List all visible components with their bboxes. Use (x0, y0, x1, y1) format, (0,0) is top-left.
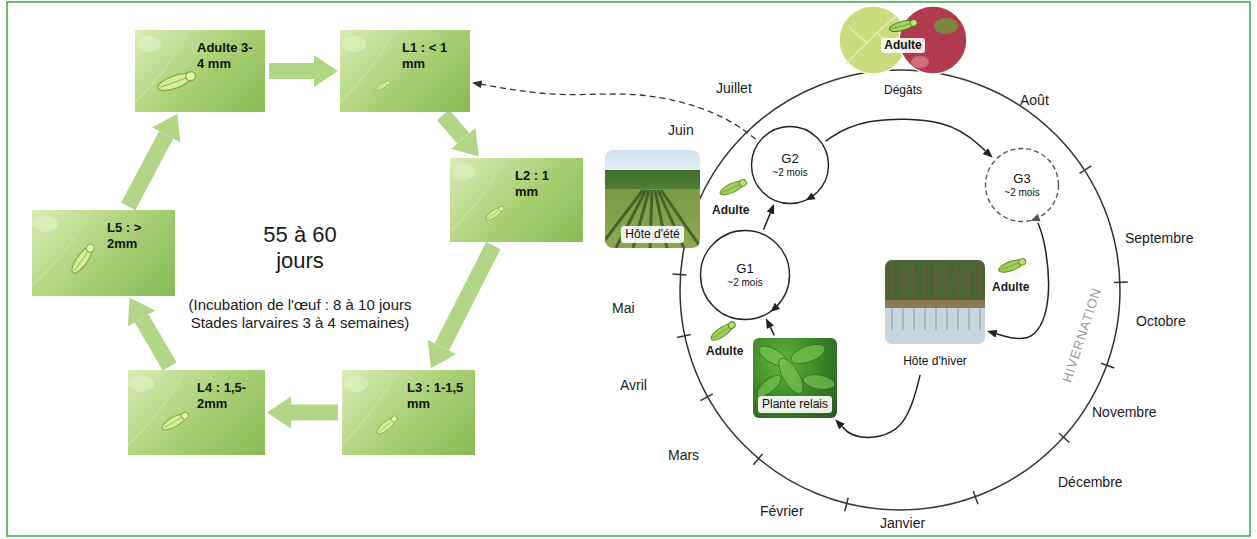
leafhopper-icon (997, 256, 1027, 274)
node-text: L4 : 1,5-2mm (197, 380, 257, 413)
node-text: L3 : 1-1,5 mm (407, 380, 467, 413)
leafhopper-icon (484, 205, 505, 223)
link-arrow (482, 84, 756, 139)
label-anchor: 55 à 60 jours (250, 222, 350, 275)
node-text: G2 (781, 151, 798, 167)
month-label: Mars (668, 447, 699, 464)
generation-circle: G1~2 mois (699, 229, 791, 321)
leafhopper-icon (718, 177, 748, 197)
cycle-arrow (442, 246, 493, 347)
month-label: Décembre (1058, 474, 1123, 491)
photo-illustration (32, 210, 175, 296)
month-label: Novembre (1092, 404, 1157, 421)
month-label: Mai (612, 300, 635, 317)
cycle-arrow (291, 405, 338, 421)
generation-circle: G3~2 mois (984, 147, 1060, 223)
node-text: Dégâts (884, 83, 922, 98)
month-label: Septembre (1125, 230, 1193, 247)
label-anchor: Mai (612, 300, 635, 317)
node-subtext: ~2 mois (772, 167, 807, 179)
node-subtext: ~2 mois (727, 277, 762, 289)
month-label: Juillet (716, 80, 752, 97)
host-photo: Plante relais (753, 338, 837, 418)
node-text: L5 : > 2mm (107, 220, 167, 253)
node-text: G1 (736, 261, 753, 277)
flow-arrow (842, 375, 920, 437)
node-subtext: ~2 mois (1004, 187, 1039, 199)
leafhopper-icon (156, 69, 198, 94)
calendar-circle (680, 70, 1120, 510)
label-anchor: Octobre (1136, 313, 1186, 330)
diagram-frame (7, 2, 1250, 536)
leafhopper-icon (709, 319, 738, 343)
stage-photo-box: L3 : 1-1,5 mm (342, 370, 475, 455)
cycle-arrow (128, 135, 166, 206)
host-photo: Hôte d'été (605, 150, 700, 248)
stage-label: Adulte (992, 280, 1029, 294)
leafhopper-icon (69, 242, 97, 276)
label-anchor: Janvier (880, 515, 925, 532)
month-label: Octobre (1136, 313, 1186, 330)
stage-label: Adulte (712, 203, 749, 217)
node-text: Adulte 3-4 mm (197, 40, 257, 73)
stage-photo-box: L4 : 1,5-2mm (128, 370, 265, 455)
label-anchor: Décembre (1058, 474, 1123, 491)
leafhopper-icon (888, 18, 918, 34)
flow-arrow (764, 213, 771, 230)
month-label: Janvier (880, 515, 925, 532)
node-text: Hôte d'hiver (903, 354, 967, 369)
month-ticks (673, 166, 1128, 511)
node-text: L1 : < 1 mm (402, 40, 462, 73)
cycle-arrow (443, 115, 463, 138)
stage-photo-box: L2 : 1 mm (450, 158, 583, 242)
cycle-duration: 55 à 60 jours (250, 222, 350, 275)
period-label: HIVERNATION (1059, 286, 1104, 385)
month-label: Avril (620, 377, 647, 394)
generation-circle: G2~2 mois (750, 125, 830, 205)
node-subtext: Adulte (881, 38, 924, 53)
leafhopper-icon (375, 80, 391, 92)
cycle-note: (Incubation de l'œuf : 8 à 10 jours Stad… (172, 296, 428, 332)
damage-photo: Dégâts Adulte (838, 4, 968, 104)
label-anchor: Février (760, 503, 804, 520)
label-anchor: Adulte (706, 344, 743, 358)
node-text: L2 : 1 mm (515, 168, 575, 201)
stage-photo-box: L1 : < 1 mm (340, 30, 470, 112)
stage-photo-box: L5 : > 2mm (32, 210, 175, 296)
node-text: Plante relais (758, 396, 832, 413)
stage-photo-box: Adulte 3-4 mm (135, 30, 265, 112)
month-label: Février (760, 503, 804, 520)
cycle-arrow (269, 63, 314, 79)
label-anchor: Novembre (1092, 404, 1157, 421)
flow-arrow (770, 327, 774, 335)
month-label: Août (1020, 92, 1049, 109)
node-text: Hôte d'été (621, 226, 683, 243)
cycle-arrow (142, 318, 170, 366)
label-anchor: (Incubation de l'œuf : 8 à 10 jours Stad… (172, 296, 428, 332)
host-photo: Hôte d'hiver (885, 260, 985, 372)
label-anchor: Avril (620, 377, 647, 394)
label-anchor: Juillet (716, 80, 752, 97)
label-anchor: Juin (668, 122, 694, 139)
label-anchor: Adulte (992, 280, 1029, 294)
leafhopper-icon (374, 414, 399, 437)
leafhopper-icon (160, 410, 191, 433)
label-anchor: Septembre (1125, 230, 1193, 247)
node-text: G3 (1013, 171, 1030, 187)
stage-label: Adulte (706, 344, 743, 358)
label-anchor: Mars (668, 447, 699, 464)
label-anchor: HIVERNATION (1059, 286, 1104, 385)
month-label: Juin (668, 122, 694, 139)
label-anchor: Adulte (712, 203, 749, 217)
flow-arrow (826, 119, 986, 151)
label-anchor: Août (1020, 92, 1049, 109)
